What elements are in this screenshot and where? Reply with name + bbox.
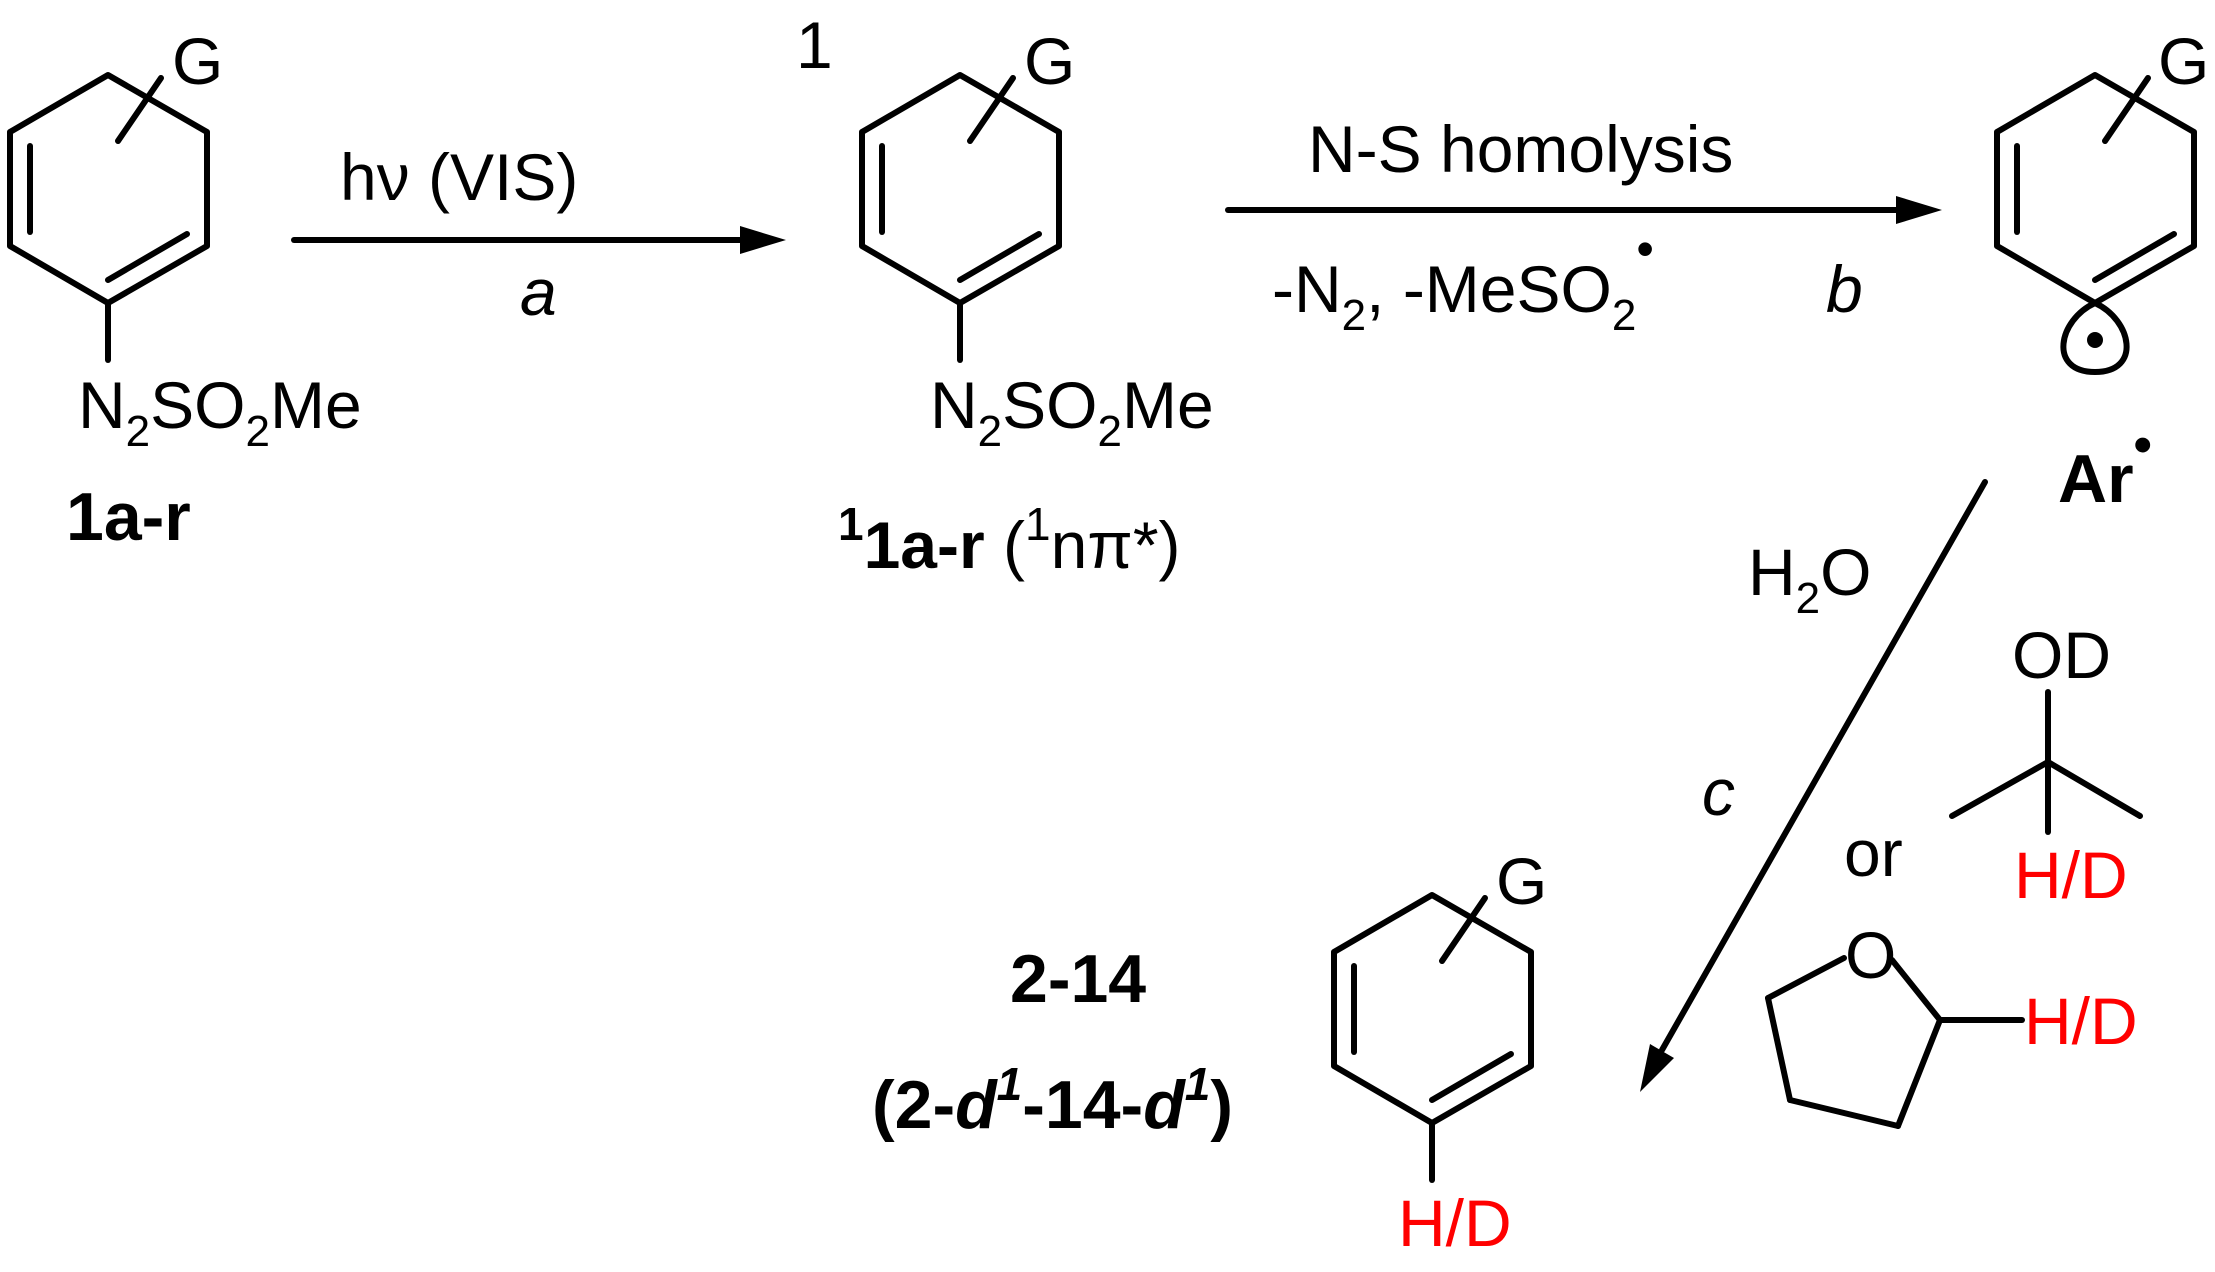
reaction-arrow-c [1659,479,1988,1053]
substituent-g: G [1496,844,1547,918]
aryl-radical: G Ar• [1994,24,2209,517]
condition-n-s-homolysis: N-S homolysis [1308,112,1733,186]
substituent-g: G [1024,24,1075,98]
excited-state-label: 11a-r (1nπ*) [838,498,1181,582]
n2so2me-group: N2SO2Me [78,368,362,456]
arrowhead-a [740,226,786,254]
step-letter-b: b [1826,252,1863,326]
step-letter-c: c [1702,755,1735,829]
condition-hv-vis: hν (VIS) [340,140,578,214]
benzene-ring [7,72,210,306]
reagent-water: H2O [1748,535,1872,623]
or-label: or [1844,816,1903,890]
arrowhead-b [1896,196,1942,224]
arrowhead-c [1640,1044,1674,1092]
radical-label-ar: Ar• [2058,416,2152,517]
thf-oxygen: O [1845,918,1896,992]
n2so2me-group: N2SO2Me [930,368,1214,456]
product-deuterated-label: (2-d1-14-d1) [872,1058,1233,1143]
product-h-d-label: H/D [1398,1186,1512,1260]
product-2-14: 2-14 (2-d1-14-d1) G H/D [872,844,1547,1260]
multiplicity-label: 1 [796,8,833,82]
benzene-ring [1994,72,2197,306]
excited-state-1a-r: 1 G N2SO2Me 11a-r (1nπ*) [796,8,1214,582]
thf-h-d-label: H/D [2024,984,2138,1058]
step-b: N-S homolysis -N2, -MeSO2• b [1225,112,1942,340]
benzene-ring [1331,892,1534,1126]
unpaired-electron [2087,332,2103,348]
compound-label-1a-r: 1a-r [66,479,191,555]
alcohol-h-d-label: H/D [2014,838,2128,912]
step-c: c H2O OD H/D or O H/D [1640,479,2143,1129]
reagent-isopropanol: OD H/D [1949,618,2143,912]
sigma-orbital-lobe [2060,300,2130,375]
step-a: hν (VIS) a [291,140,786,329]
reagent-thf: O H/D [1765,918,2138,1129]
condition-losses: -N2, -MeSO2• [1272,221,1654,340]
benzene-ring [859,72,1062,306]
substituent-g: G [2158,24,2209,98]
step-letter-a: a [520,255,557,329]
starting-material-1a-r: G N2SO2Me 1a-r [7,24,362,555]
product-label: 2-14 [1010,941,1146,1017]
substituent-g: G [172,24,223,98]
alcohol-od-group: OD [2012,618,2111,692]
